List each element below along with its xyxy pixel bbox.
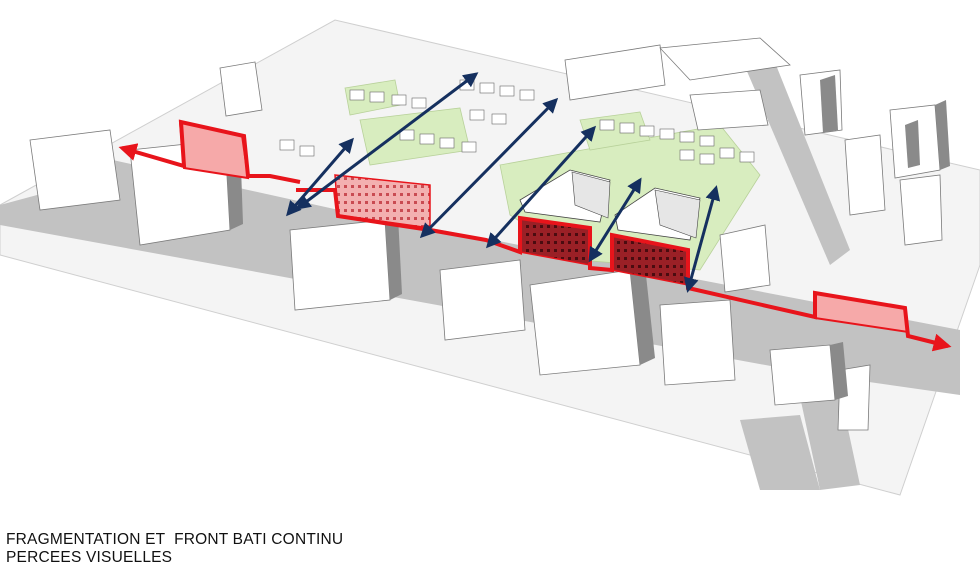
- axonometric-site-diagram: [0, 19, 980, 496]
- background-buildings: [29, 37, 943, 431]
- view-arrow-6: [683, 185, 721, 293]
- view-arrow-4: [485, 125, 597, 249]
- caption-percees: PERCEES VISUELLES: [6, 549, 173, 566]
- front-bati-continu-line: [118, 119, 952, 352]
- caption-fragmentation: FRAGMENTATION ET FRONT BATI CONTINU: [6, 531, 344, 548]
- visual-breakthrough-arrows: [286, 72, 721, 293]
- view-arrow-5: [588, 177, 642, 263]
- view-arrow-2: [295, 72, 479, 210]
